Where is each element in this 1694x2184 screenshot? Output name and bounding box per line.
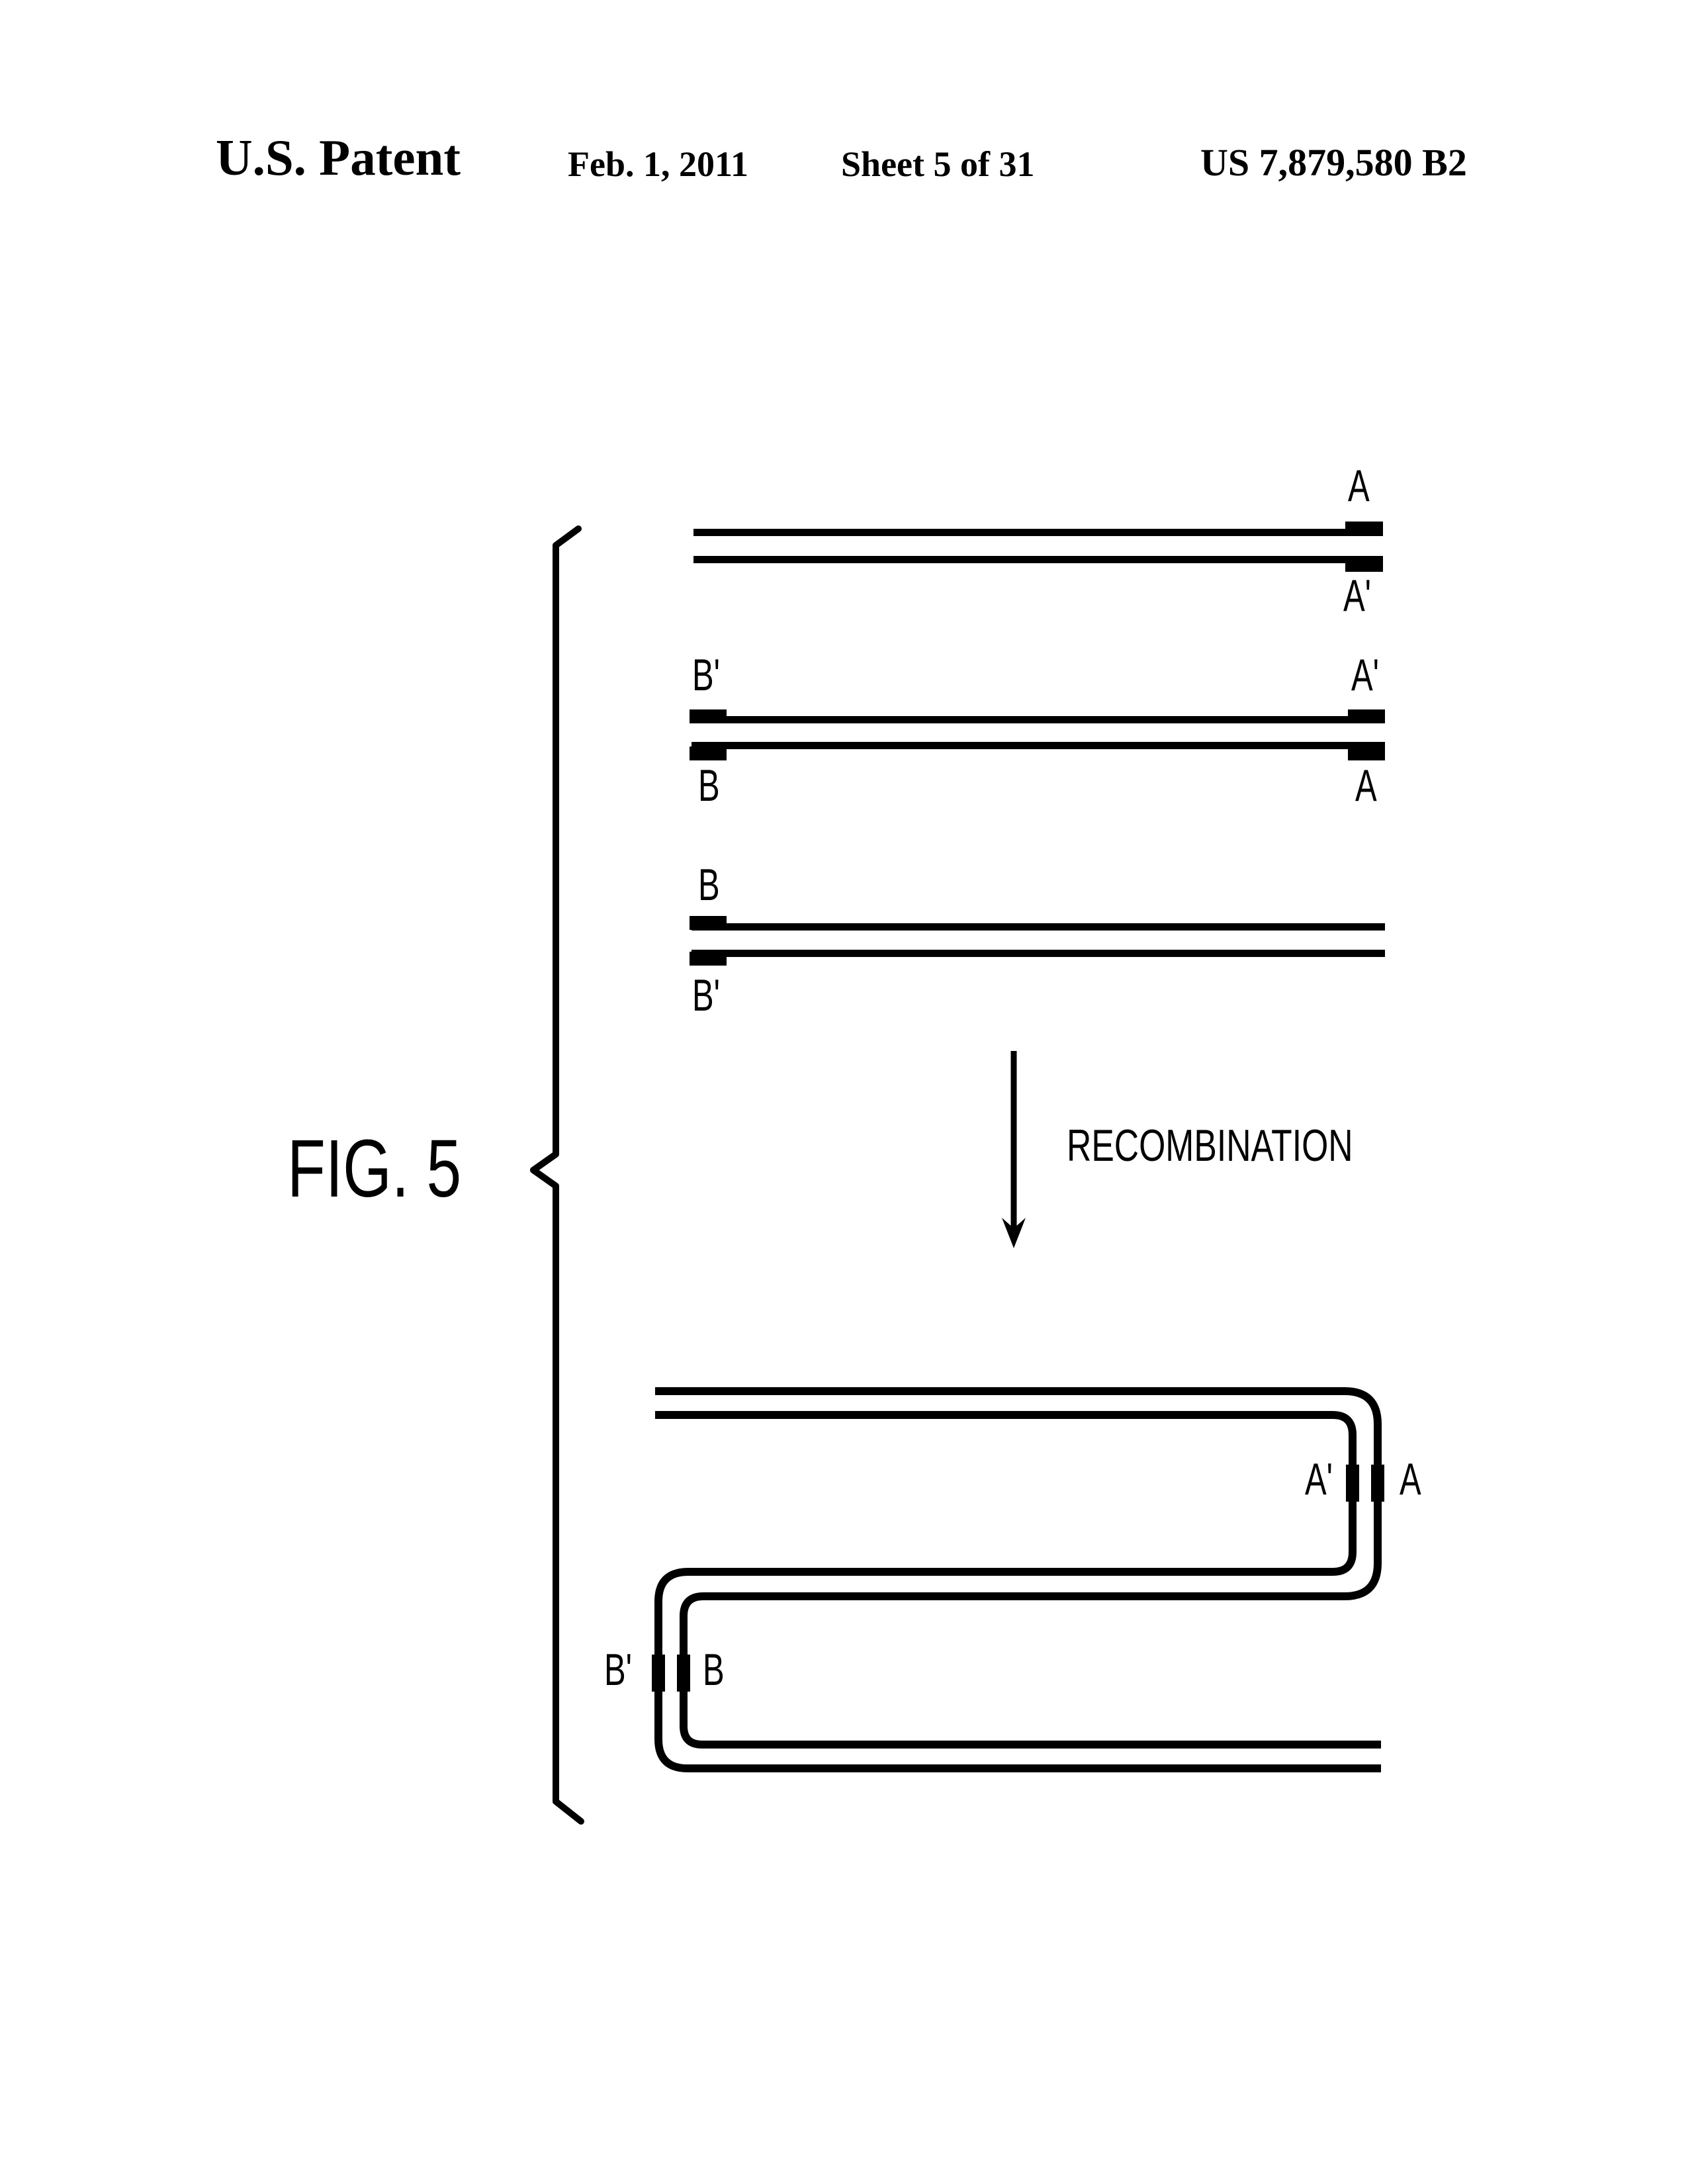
product-strand-inner bbox=[654, 1411, 1381, 1772]
patent-date: Feb. 1, 2011 bbox=[568, 144, 749, 184]
substrate-pair-3 bbox=[690, 916, 1385, 966]
pair3-bottom-strand bbox=[691, 950, 1385, 957]
pair3-site-B-prime-marker bbox=[690, 952, 727, 966]
recombination-product bbox=[652, 1387, 1384, 1772]
site-label-product-A: A bbox=[1400, 1454, 1421, 1504]
pair3-site-B-marker bbox=[690, 916, 727, 930]
site-label-pair1-A: A bbox=[1348, 461, 1370, 511]
pair2-bottom-strand bbox=[691, 742, 1385, 749]
arrow-head bbox=[1002, 1218, 1026, 1248]
product-site-B-marker bbox=[677, 1655, 690, 1692]
patent-title: U.S. Patent bbox=[216, 129, 461, 186]
substrate-pair-1 bbox=[693, 522, 1383, 572]
site-label-product-B-prime: B' bbox=[604, 1645, 633, 1695]
patent-number: US 7,879,580 B2 bbox=[1200, 141, 1467, 184]
pair2-site-B-marker bbox=[690, 747, 727, 760]
site-label-pair3-B-prime: B' bbox=[692, 970, 721, 1021]
product-site-A-marker bbox=[1371, 1465, 1384, 1502]
recombination-arrow-icon bbox=[1002, 1051, 1026, 1248]
site-label-pair1-A-prime: A' bbox=[1343, 570, 1372, 621]
site-label-product-A-prime: A' bbox=[1305, 1454, 1333, 1504]
figure-label: FIG. 5 bbox=[287, 1124, 462, 1214]
site-label-product-B: B bbox=[703, 1645, 725, 1695]
site-label-pair2-B: B bbox=[698, 760, 720, 811]
pair1-site-A-prime-marker bbox=[1345, 558, 1383, 572]
figure-brace bbox=[530, 525, 584, 1825]
pair2-site-A-marker bbox=[1348, 747, 1385, 760]
pair3-top-strand bbox=[691, 923, 1385, 931]
site-label-pair2-A-prime: A' bbox=[1351, 650, 1380, 700]
pair2-site-A-prime-marker bbox=[1348, 709, 1385, 723]
product-site-B-prime-marker bbox=[652, 1655, 665, 1692]
site-label-pair2-A: A bbox=[1355, 760, 1377, 811]
pair2-site-B-prime-marker bbox=[690, 709, 727, 723]
product-site-A-prime-marker bbox=[1346, 1465, 1359, 1502]
substrate-pair-2 bbox=[690, 709, 1385, 760]
recombination-label: RECOMBINATION bbox=[1067, 1120, 1353, 1171]
product-strand-outer bbox=[655, 1387, 1382, 1749]
pair2-top-strand bbox=[691, 716, 1385, 723]
pair1-top-strand bbox=[693, 529, 1383, 536]
pair1-bottom-strand bbox=[693, 556, 1383, 563]
sheet-number: Sheet 5 of 31 bbox=[841, 144, 1035, 184]
pair1-site-A-marker bbox=[1345, 522, 1383, 535]
site-label-pair3-B: B bbox=[698, 860, 720, 910]
site-label-pair2-B-prime: B' bbox=[692, 650, 721, 700]
